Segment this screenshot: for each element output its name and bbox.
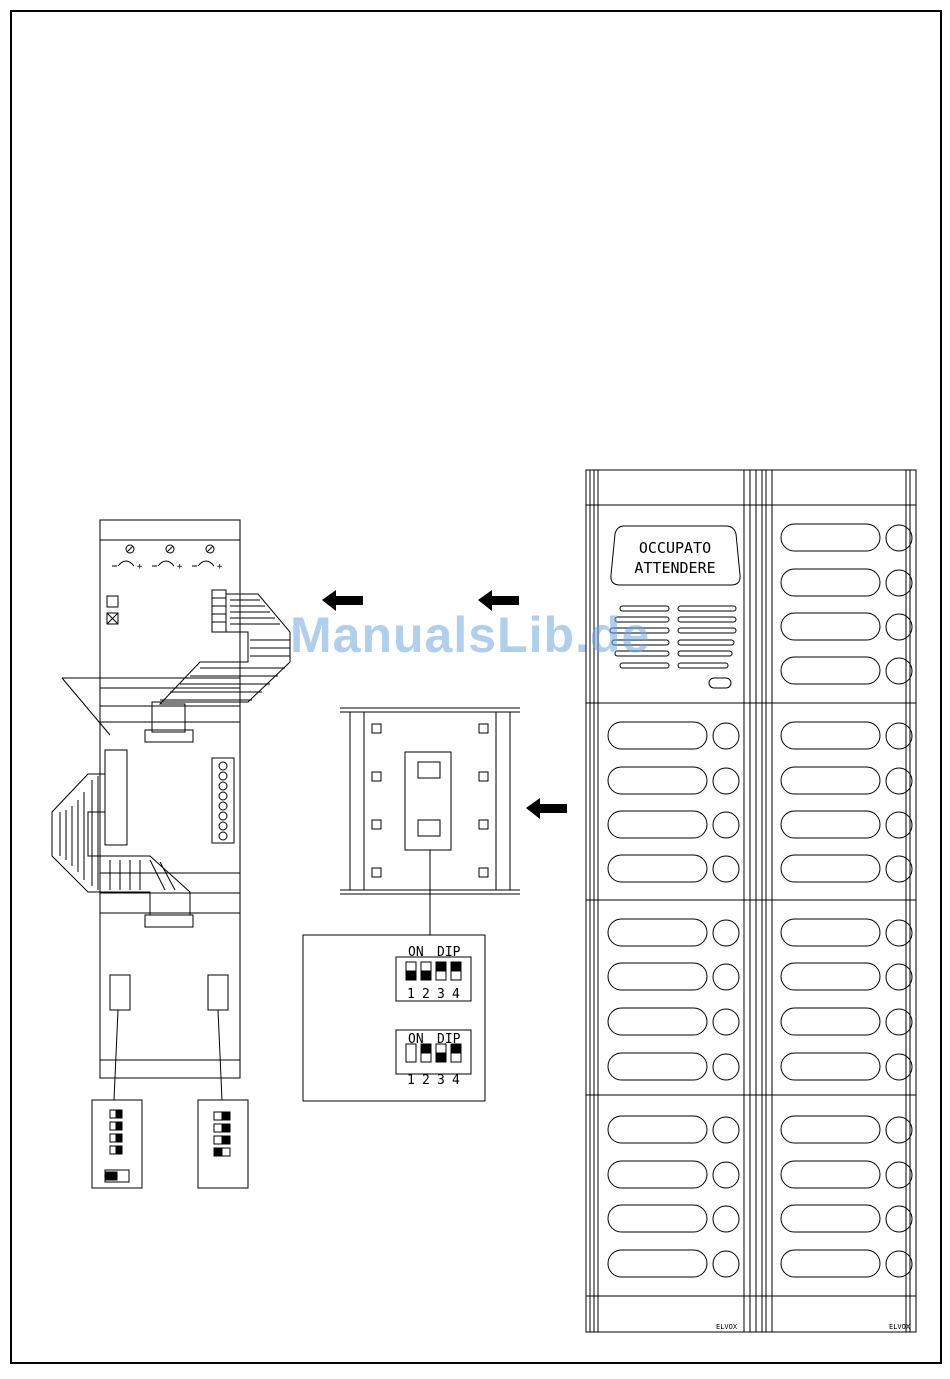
call-button[interactable] — [886, 1009, 912, 1035]
dip-upper-on-label: ON — [408, 945, 424, 960]
name-tag — [781, 1053, 880, 1080]
call-button[interactable] — [713, 768, 739, 794]
name-tag — [781, 855, 880, 882]
call-button[interactable] — [886, 1206, 912, 1232]
dip-lower-dip-label: DIP — [437, 1032, 461, 1047]
name-tag — [608, 1116, 707, 1143]
name-tag — [608, 1161, 707, 1188]
dip-upper-numbers: 1 2 3 4 — [407, 987, 460, 1002]
name-tag — [781, 1250, 880, 1277]
call-button[interactable] — [713, 1009, 739, 1035]
dip-upper-dip-label: DIP — [437, 945, 461, 960]
name-tag — [781, 1008, 880, 1035]
name-tag — [608, 722, 707, 749]
call-button[interactable] — [713, 1251, 739, 1277]
arrow-left-icon — [526, 798, 567, 819]
call-button[interactable] — [713, 723, 739, 749]
call-button[interactable] — [886, 614, 912, 640]
name-tag — [608, 855, 707, 882]
connector-side — [105, 750, 127, 845]
connector-low — [145, 915, 193, 927]
call-button[interactable] — [713, 856, 739, 882]
watermark: ManualsLib.de — [290, 606, 670, 666]
call-button[interactable] — [886, 768, 912, 794]
svg-text:3: 3 — [437, 987, 445, 1002]
svg-text:2: 2 — [422, 987, 430, 1002]
ribbon-cable-top — [152, 594, 290, 732]
empty-box-icon — [107, 596, 118, 607]
name-tag — [608, 1205, 707, 1232]
name-tag — [781, 919, 880, 946]
name-tag — [608, 811, 707, 838]
call-button[interactable] — [713, 1117, 739, 1143]
call-button[interactable] — [713, 964, 739, 990]
name-tag — [608, 767, 707, 794]
call-button[interactable] — [886, 525, 912, 551]
svg-text:4: 4 — [452, 1073, 460, 1088]
module-dip-2 — [208, 975, 228, 1010]
call-button[interactable] — [713, 920, 739, 946]
svg-text:+: + — [177, 562, 183, 572]
name-tag — [781, 722, 880, 749]
call-button[interactable] — [886, 920, 912, 946]
name-tag — [608, 1008, 707, 1035]
dip-detail-left-switches — [110, 1110, 122, 1154]
svg-text:+: + — [137, 562, 143, 572]
connector-top — [212, 590, 226, 632]
dip-lower-on-label: ON — [408, 1032, 424, 1047]
call-button[interactable] — [886, 964, 912, 990]
name-tag — [781, 1205, 880, 1232]
brand-label-right: ELVOX — [889, 1323, 911, 1331]
call-button[interactable] — [886, 1054, 912, 1080]
call-button[interactable] — [713, 1162, 739, 1188]
name-tag — [781, 1116, 880, 1143]
name-tag — [781, 569, 880, 596]
name-tag — [608, 1250, 707, 1277]
call-button[interactable] — [886, 723, 912, 749]
call-button[interactable] — [886, 812, 912, 838]
call-button[interactable] — [713, 1054, 739, 1080]
display-line2: ATTENDERE — [634, 559, 715, 577]
call-button[interactable] — [886, 856, 912, 882]
name-tag — [781, 1161, 880, 1188]
module-dip-1 — [110, 975, 130, 1010]
brand-label-left: ELVOX — [716, 1323, 738, 1331]
name-tag — [781, 613, 880, 640]
dip-lower-numbers: 1 2 3 4 — [407, 1073, 460, 1088]
call-button[interactable] — [713, 812, 739, 838]
terminal-screws — [219, 762, 227, 840]
name-tag — [781, 767, 880, 794]
mounting-frame — [340, 708, 520, 935]
name-tag — [608, 1053, 707, 1080]
name-tag — [781, 811, 880, 838]
adjust-trimmer-icons: + + + — [112, 545, 223, 572]
svg-text:1: 1 — [407, 987, 415, 1002]
intercom-panel — [586, 470, 916, 1332]
svg-text:+: + — [217, 562, 223, 572]
control-module: + + + — [52, 520, 290, 1188]
name-tag — [781, 657, 880, 684]
call-button[interactable] — [886, 658, 912, 684]
name-tag — [781, 963, 880, 990]
name-tag — [781, 524, 880, 551]
svg-text:1: 1 — [407, 1073, 415, 1088]
name-tag — [608, 963, 707, 990]
call-button[interactable] — [886, 570, 912, 596]
svg-text:4: 4 — [452, 987, 460, 1002]
call-button[interactable] — [886, 1251, 912, 1277]
call-button[interactable] — [886, 1162, 912, 1188]
dip-detail-right-switches — [214, 1112, 230, 1156]
name-tag — [608, 919, 707, 946]
svg-text:2: 2 — [422, 1073, 430, 1088]
call-button[interactable] — [886, 1117, 912, 1143]
call-button[interactable] — [713, 1206, 739, 1232]
display-line1: OCCUPATO — [639, 539, 711, 557]
svg-text:3: 3 — [437, 1073, 445, 1088]
